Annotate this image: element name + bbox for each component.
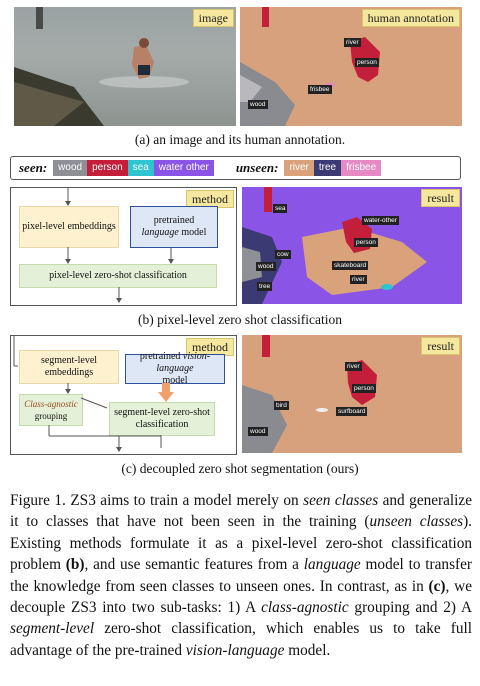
cap-p9: model to transfer the knowledge from see…	[10, 556, 472, 595]
label-frisbee: frisbee	[308, 85, 332, 94]
annotation-mask	[240, 7, 380, 126]
label-river-c: river	[345, 362, 362, 371]
image-tag: image	[192, 9, 234, 27]
cap-p7: , and use semantic features from a	[84, 556, 304, 574]
figure-caption: Figure 1. ZS3 aims to train a model mere…	[10, 490, 472, 661]
legend-river: river	[284, 160, 314, 176]
result-b-photo: result sea water-other cow wood person s…	[242, 187, 462, 304]
cap-p12: class-agnostic	[261, 599, 349, 617]
segment-classification-box: segment-level zero-shot classification	[109, 402, 215, 436]
caption-a: (a) an image and its human annotation.	[134, 132, 346, 147]
annotation-tag: human annotation	[361, 9, 460, 27]
result-b-tag: result	[421, 189, 460, 207]
segment-embeddings-box: segment-level embeddings	[19, 350, 119, 384]
label-wood-c: wood	[248, 427, 268, 436]
cap-p2: seen classes	[303, 492, 379, 509]
annotation-photo: human annotation river person frisbee wo…	[240, 7, 462, 126]
result-c-photo: result river person surfboard wood bird	[242, 335, 462, 453]
method-b-tag: method	[186, 190, 234, 208]
label-person: person	[355, 58, 379, 67]
method-c-tag: method	[186, 338, 234, 356]
vision-label: vision-language	[156, 351, 211, 374]
legend-frisbee: frisbee	[341, 160, 382, 176]
grouping-label: grouping	[34, 411, 68, 421]
legend-wood: wood	[53, 160, 88, 176]
label-bird: bird	[274, 401, 289, 410]
cap-p15: zero-shot classification, which enables …	[10, 620, 472, 659]
original-photo: image	[14, 7, 236, 126]
cap-p6: (b)	[65, 556, 85, 574]
method-b-panel: method pixel-level embeddings pretrained…	[10, 187, 237, 306]
result-c-tag: result	[421, 337, 460, 355]
photo-scene	[14, 7, 189, 126]
language-label: language	[141, 227, 179, 238]
unseen-title: unseen:	[235, 160, 279, 175]
label-person-c: person	[352, 384, 376, 393]
caption-c: (c) decoupled zero shot segmentation (ou…	[121, 461, 359, 476]
label-river: river	[344, 38, 361, 47]
label-sea: sea	[273, 204, 288, 213]
cap-p17: model.	[284, 641, 331, 659]
legend-water-other: water other	[153, 160, 214, 176]
legend-sea: sea	[127, 160, 154, 176]
cap-p5: ). Existing methods formulate it as a pi…	[10, 513, 472, 574]
label-cow: cow	[275, 250, 291, 259]
method-b-arrows	[65, 188, 174, 303]
model-c-label: model	[162, 375, 188, 386]
cap-p10: (c)	[428, 577, 446, 595]
class-agnostic-grouping-box: Class-agnostic grouping	[19, 394, 83, 426]
vision-language-model-box: pretrained vision-language model	[125, 351, 225, 386]
label-surfboard: surfboard	[336, 407, 368, 416]
label-water-other: water-other	[362, 216, 399, 225]
class-legend: seen: wood person sea water other unseen…	[10, 156, 461, 180]
method-c-arrows	[13, 336, 174, 452]
label-skateboard: skateboard	[332, 261, 369, 270]
legend-tree: tree	[313, 160, 342, 176]
label-wood-b: wood	[256, 262, 276, 271]
cap-p8: language	[303, 556, 361, 574]
pretrained-label: pretrained	[153, 215, 195, 226]
cap-p13: grouping and 2) A	[348, 599, 472, 617]
caption-b: (b) pixel-level zero shot classification	[138, 312, 342, 327]
cap-p16: vision-language	[185, 641, 285, 659]
pixel-classification-box: pixel-level zero-shot classification	[19, 264, 217, 288]
cap-p3: and generalize it to classes that have n…	[10, 492, 473, 531]
pixel-embeddings-box: pixel-level embeddings	[19, 206, 119, 248]
model-label: model	[178, 227, 207, 238]
method-c-panel: method segment-level embeddings pretrain…	[10, 335, 237, 455]
label-river-b: river	[350, 275, 367, 284]
cap-p1: Figure 1. ZS3 aims to train a model mere…	[10, 492, 304, 509]
cap-p14: segment-level	[10, 620, 95, 638]
pretrained-c-label: pretrained	[139, 351, 181, 362]
language-model-box: pretrained language model	[130, 206, 218, 248]
cap-p4: unseen classes	[369, 513, 464, 531]
cap-p11: , we decouple ZS3 into two sub-tasks: 1)…	[10, 577, 472, 617]
seen-title: seen:	[19, 160, 48, 175]
legend-person: person	[87, 160, 128, 176]
label-person-b: person	[354, 238, 378, 247]
label-tree: tree	[257, 282, 273, 291]
grouping-italic-label: Class-agnostic	[24, 399, 78, 409]
result-c-mask	[242, 335, 377, 453]
label-wood: wood	[248, 100, 268, 109]
